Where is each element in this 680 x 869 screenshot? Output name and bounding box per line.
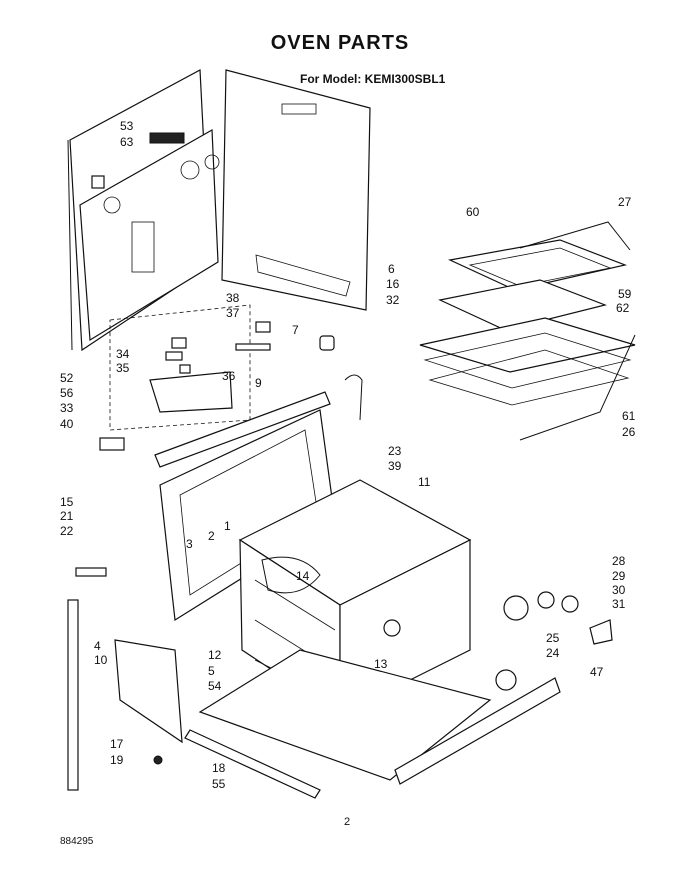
- callout-59: 59: [618, 287, 632, 301]
- page-number: 2: [344, 816, 351, 828]
- callout-31: 31: [612, 597, 626, 611]
- callout-18: 18: [212, 761, 226, 775]
- terminal-block: [149, 132, 185, 144]
- oven-light: [495, 591, 613, 691]
- clip: [91, 175, 105, 189]
- callout-7: 7: [292, 323, 299, 337]
- callout-11: 11: [418, 475, 431, 489]
- callout-22: 22: [60, 524, 74, 538]
- callout-37: 37: [226, 306, 240, 320]
- callout-53: 53: [120, 119, 134, 133]
- callout-19: 19: [110, 753, 124, 767]
- callout-2: 2: [208, 529, 215, 543]
- callout-40: 40: [60, 417, 74, 431]
- hinge-and-seal: [67, 567, 183, 791]
- callout-56: 56: [60, 386, 74, 400]
- callout-34: 34: [116, 347, 130, 361]
- callout-4: 4: [94, 639, 101, 653]
- callout-21: 21: [60, 509, 74, 523]
- callout-24: 24: [546, 646, 560, 660]
- callout-6: 6: [388, 262, 395, 276]
- callout-61: 61: [622, 409, 636, 423]
- callout-38: 38: [226, 291, 240, 305]
- callout-14: 14: [296, 569, 310, 583]
- control-bracket-group: [109, 304, 335, 431]
- callout-13: 13: [374, 657, 388, 671]
- side-wrapper: [221, 69, 371, 311]
- bottom-assembly: [184, 649, 561, 799]
- callout-30: 30: [612, 583, 626, 597]
- model-subtitle: For Model: KEMI300SBL1: [300, 72, 446, 86]
- page-title: OVEN PARTS: [270, 32, 410, 54]
- document-code: 884295: [60, 836, 94, 847]
- callout-10: 10: [94, 653, 108, 667]
- callout-62: 62: [616, 301, 630, 315]
- callout-35: 35: [116, 361, 130, 375]
- callout-17: 17: [110, 737, 124, 751]
- callout-28: 28: [612, 554, 626, 568]
- callout-47: 47: [590, 665, 604, 679]
- callout-39: 39: [388, 459, 402, 473]
- callout-12: 12: [208, 648, 222, 662]
- callout-60: 60: [466, 205, 480, 219]
- callout-27: 27: [618, 195, 632, 209]
- callout-55: 55: [212, 777, 226, 791]
- callout-54: 54: [208, 679, 222, 693]
- callout-5: 5: [208, 664, 215, 678]
- callout-1: 1: [224, 519, 231, 533]
- callout-32: 32: [386, 293, 400, 307]
- callout-36: 36: [222, 369, 236, 383]
- callout-3: 3: [186, 537, 193, 551]
- bracket: [99, 437, 125, 451]
- callout-29: 29: [612, 569, 626, 583]
- callout-9: 9: [255, 376, 262, 390]
- callout-63: 63: [120, 135, 134, 149]
- broiler-and-racks: [419, 221, 636, 441]
- callout-16: 16: [386, 277, 400, 291]
- vent-tube: [344, 374, 363, 421]
- callout-52: 52: [60, 371, 74, 385]
- callout-23: 23: [388, 444, 402, 458]
- callout-33: 33: [60, 401, 74, 415]
- callout-26: 26: [622, 425, 636, 439]
- callout-15: 15: [60, 495, 74, 509]
- back-panel: [67, 69, 220, 352]
- callout-25: 25: [546, 631, 560, 645]
